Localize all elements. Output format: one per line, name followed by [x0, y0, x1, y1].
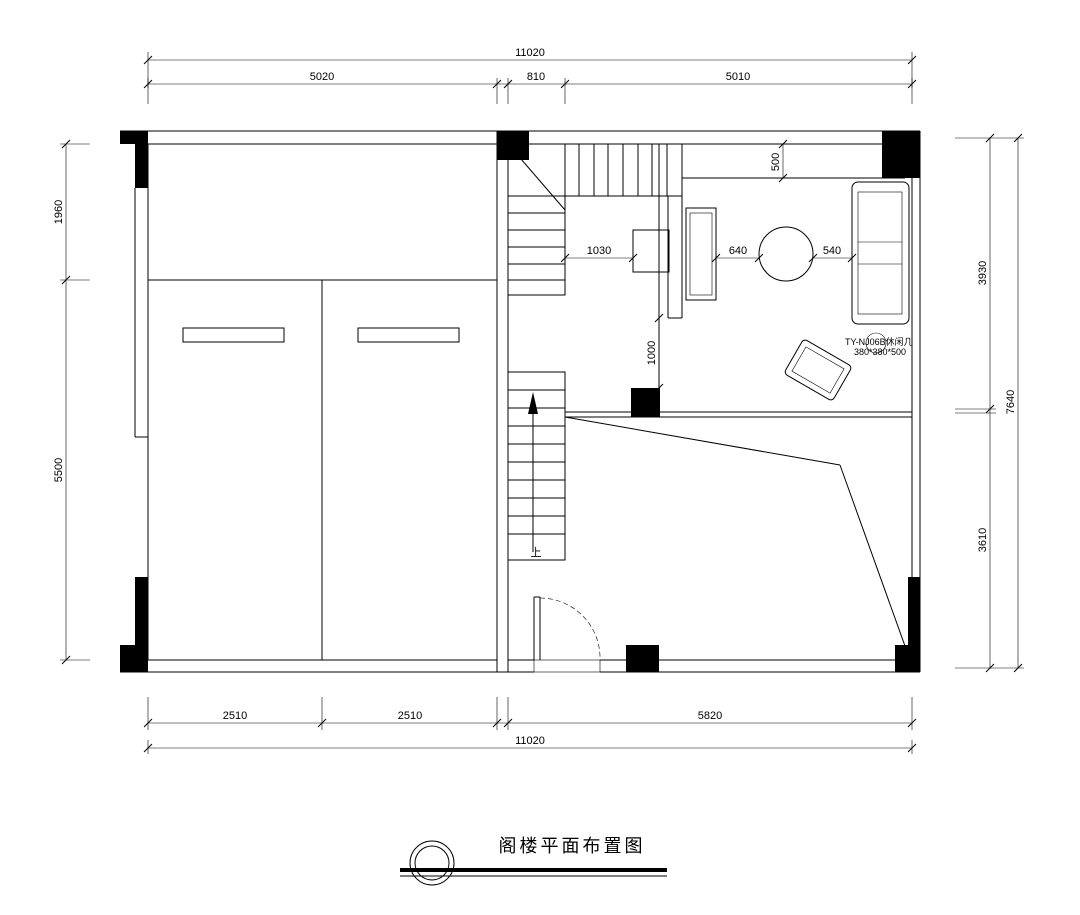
column-center	[631, 388, 660, 417]
desk	[632, 229, 670, 273]
dim-bottom-left-a: 2510	[223, 710, 247, 722]
round-table	[758, 226, 814, 282]
coffee-table-size: 380*380*500	[854, 347, 906, 357]
sofa	[851, 181, 910, 325]
lounge-chair	[784, 339, 852, 401]
dim-inner-540: 540	[823, 245, 841, 257]
bookcase	[685, 207, 717, 301]
title-circle-outer	[409, 840, 455, 886]
top-dimensions: 11020 5020 810 5010	[143, 47, 917, 104]
bottom-dimensions: 2510 2510 5820 11020	[143, 697, 917, 754]
dim-right-total: 7640	[1005, 390, 1017, 414]
column-bl-b	[120, 645, 148, 672]
column-bottom-mid	[626, 645, 659, 672]
dim-inner-640: 640	[729, 245, 747, 257]
column-br-b	[895, 645, 920, 672]
furniture: TY-NJ06B休闲几 380*380*500	[632, 181, 913, 401]
skylight-right	[357, 327, 460, 343]
column-tr	[882, 131, 920, 178]
walls	[120, 130, 921, 673]
dim-inner-1000: 1000	[646, 341, 658, 365]
dim-left-bottom: 5500	[53, 458, 65, 482]
columns	[120, 131, 920, 672]
column-bl-a	[135, 577, 148, 660]
title-underline-thick	[400, 868, 667, 872]
dim-bottom-right: 5820	[698, 710, 722, 722]
right-dimensions: 3930 7640 3610	[955, 133, 1024, 673]
stair-arrow-icon	[528, 392, 538, 414]
side-table	[865, 332, 887, 354]
inner-dimensions: 500 1030 640 540 1000	[560, 139, 857, 393]
drawing-title: 阁楼平面布置图	[499, 836, 646, 857]
dim-left-top: 1960	[53, 200, 65, 224]
title-block: 阁楼平面布置图	[400, 836, 667, 886]
dim-top-left: 5020	[310, 71, 334, 83]
dim-top-mid: 810	[527, 71, 545, 83]
column-tl-b	[135, 131, 148, 188]
stair-up-label: 上	[531, 546, 542, 559]
dim-inner-500: 500	[770, 153, 782, 171]
staircase-upper	[507, 143, 905, 319]
dim-bottom-left-b: 2510	[398, 710, 422, 722]
dim-right-top: 3930	[977, 261, 989, 285]
dim-bottom-total: 11020	[515, 735, 545, 747]
dim-top-right: 5010	[726, 71, 750, 83]
dim-right-bottom: 3610	[977, 528, 989, 552]
dim-top-total: 11020	[515, 47, 545, 59]
skylight-left	[182, 327, 285, 343]
coffee-table-code: TY-NJ06B休闲几	[845, 336, 913, 347]
door	[533, 596, 601, 673]
column-top-mid	[497, 131, 529, 160]
dim-inner-1030: 1030	[587, 245, 611, 257]
left-room-fixtures	[182, 327, 460, 343]
left-dimensions: 1960 5500	[53, 139, 90, 665]
title-circle-inner	[414, 845, 450, 881]
staircase-lower: 上	[507, 371, 566, 561]
